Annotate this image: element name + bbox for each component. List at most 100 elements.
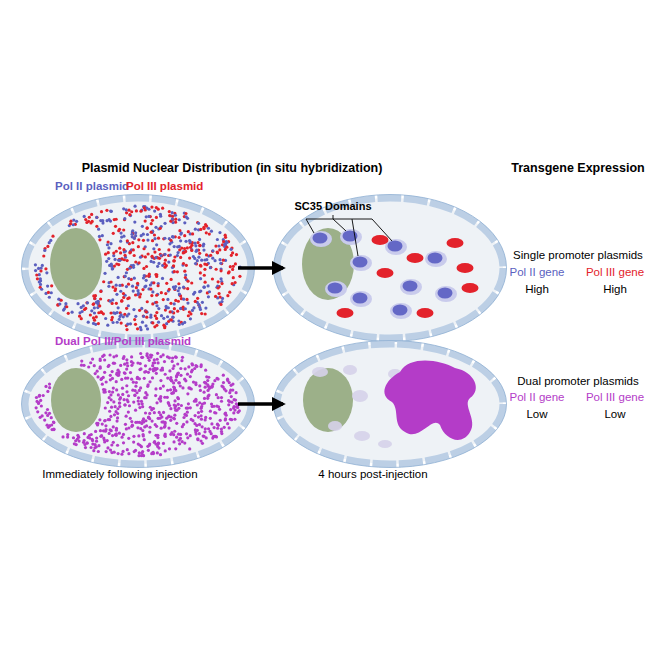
plasmid-dot [179, 374, 182, 377]
plasmid-dot [92, 322, 95, 325]
plasmid-dot [176, 396, 179, 399]
plasmid-dot [125, 328, 128, 331]
plasmid-dot [209, 254, 212, 257]
plasmid-dot [126, 297, 129, 300]
plasmid-dot [142, 239, 145, 242]
plasmid-dot [48, 386, 51, 389]
plasmid-dot [203, 430, 206, 433]
plasmid-dot [146, 233, 149, 236]
plasmid-dot [112, 386, 115, 389]
plasmid-dot [176, 362, 179, 365]
plasmid-dot [40, 404, 43, 407]
plasmid-dot [127, 209, 130, 212]
plasmid-dot [219, 269, 222, 272]
plasmid-dot [182, 298, 185, 301]
plasmid-dot [160, 427, 163, 430]
plasmid-dot [101, 221, 104, 224]
plasmid-dot [215, 393, 218, 396]
plasmid-dot [202, 391, 205, 394]
plasmid-dot [234, 399, 237, 402]
plasmid-dot [116, 369, 119, 372]
plasmid-dot [124, 403, 127, 406]
plasmid-dot [234, 281, 237, 284]
plasmid-dot [152, 407, 155, 410]
cell [274, 341, 507, 468]
plasmid-dot [184, 276, 187, 279]
plasmid-dot [156, 284, 159, 287]
plasmid-dot [93, 306, 96, 309]
plasmid-dot [138, 444, 141, 447]
plasmid-dot [101, 422, 104, 425]
plasmid-dot [131, 389, 134, 392]
plasmid-dot [42, 254, 45, 257]
plasmid-dot [203, 258, 206, 261]
plasmid-dot [118, 284, 121, 287]
plasmid-dot [150, 452, 153, 455]
plasmid-dot [200, 259, 203, 262]
plasmid-dot [108, 432, 111, 435]
plasmid-dot [126, 376, 129, 379]
plasmid-dot [194, 364, 197, 367]
plasmid-dot [154, 226, 157, 229]
plasmid-dot [123, 403, 126, 406]
plasmid-dot [153, 209, 156, 212]
plasmid-dot [128, 251, 131, 254]
plasmid-dot [155, 311, 158, 314]
plasmid-dot [163, 253, 166, 256]
plasmid-dot [137, 292, 140, 295]
plasmid-dot [193, 291, 196, 294]
plasmid-dot [226, 294, 229, 297]
plasmid-dot [118, 398, 121, 401]
plasmid-dot [147, 416, 150, 419]
plasmid-dot [210, 432, 213, 435]
plasmid-dot [217, 424, 220, 427]
plasmid-dot [109, 280, 112, 283]
pol3-plasmid-focus [337, 308, 354, 318]
plasmid-dot [126, 448, 129, 451]
plasmid-dot [137, 396, 140, 399]
plasmid-dot [130, 378, 133, 381]
caption-label: 4 hours post-injection [318, 468, 427, 481]
plasmid-dot [224, 418, 227, 421]
plasmid-dot [143, 285, 146, 288]
plasmid-dot [185, 264, 188, 267]
plasmid-dot [132, 289, 135, 292]
plasmid-dot [200, 407, 203, 410]
plasmid-dot [120, 300, 123, 303]
plasmid-dot [125, 415, 128, 418]
plasmid-dot [150, 255, 153, 258]
plasmid-dot [178, 381, 181, 384]
plasmid-dot [220, 400, 223, 403]
plasmid-dot [150, 419, 153, 422]
plasmid-dot [169, 254, 172, 257]
plasmid-dot [217, 244, 220, 247]
plasmid-dot [196, 221, 199, 224]
plasmid-dot [48, 425, 51, 428]
plasmid-dot [166, 355, 169, 358]
plasmid-dot [132, 435, 135, 438]
plasmid-dot [207, 295, 210, 298]
plasmid-dot [203, 268, 206, 271]
plasmid-dot [175, 356, 178, 359]
plasmid-dot [137, 400, 140, 403]
plasmid-dot [110, 429, 113, 432]
plasmid-dot [153, 237, 156, 240]
plasmid-dot [40, 288, 43, 291]
plasmid-dot [44, 267, 47, 270]
plasmid-dot [141, 321, 144, 324]
plasmid-dot [170, 431, 173, 434]
plasmid-dot [139, 326, 142, 329]
plasmid-dot [147, 371, 150, 374]
plasmid-dot [50, 416, 53, 419]
plasmid-dot [155, 425, 158, 428]
plasmid-dot [167, 402, 170, 405]
plasmid-dot [97, 322, 100, 325]
plasmid-dot [141, 288, 144, 291]
plasmid-dot [92, 449, 95, 452]
plasmid-dot [134, 385, 137, 388]
plasmid-dot [183, 321, 186, 324]
plasmid-dot [122, 315, 125, 318]
plasmid-dot [171, 211, 174, 214]
plasmid-dot [107, 257, 110, 260]
plasmid-dot [101, 355, 104, 358]
